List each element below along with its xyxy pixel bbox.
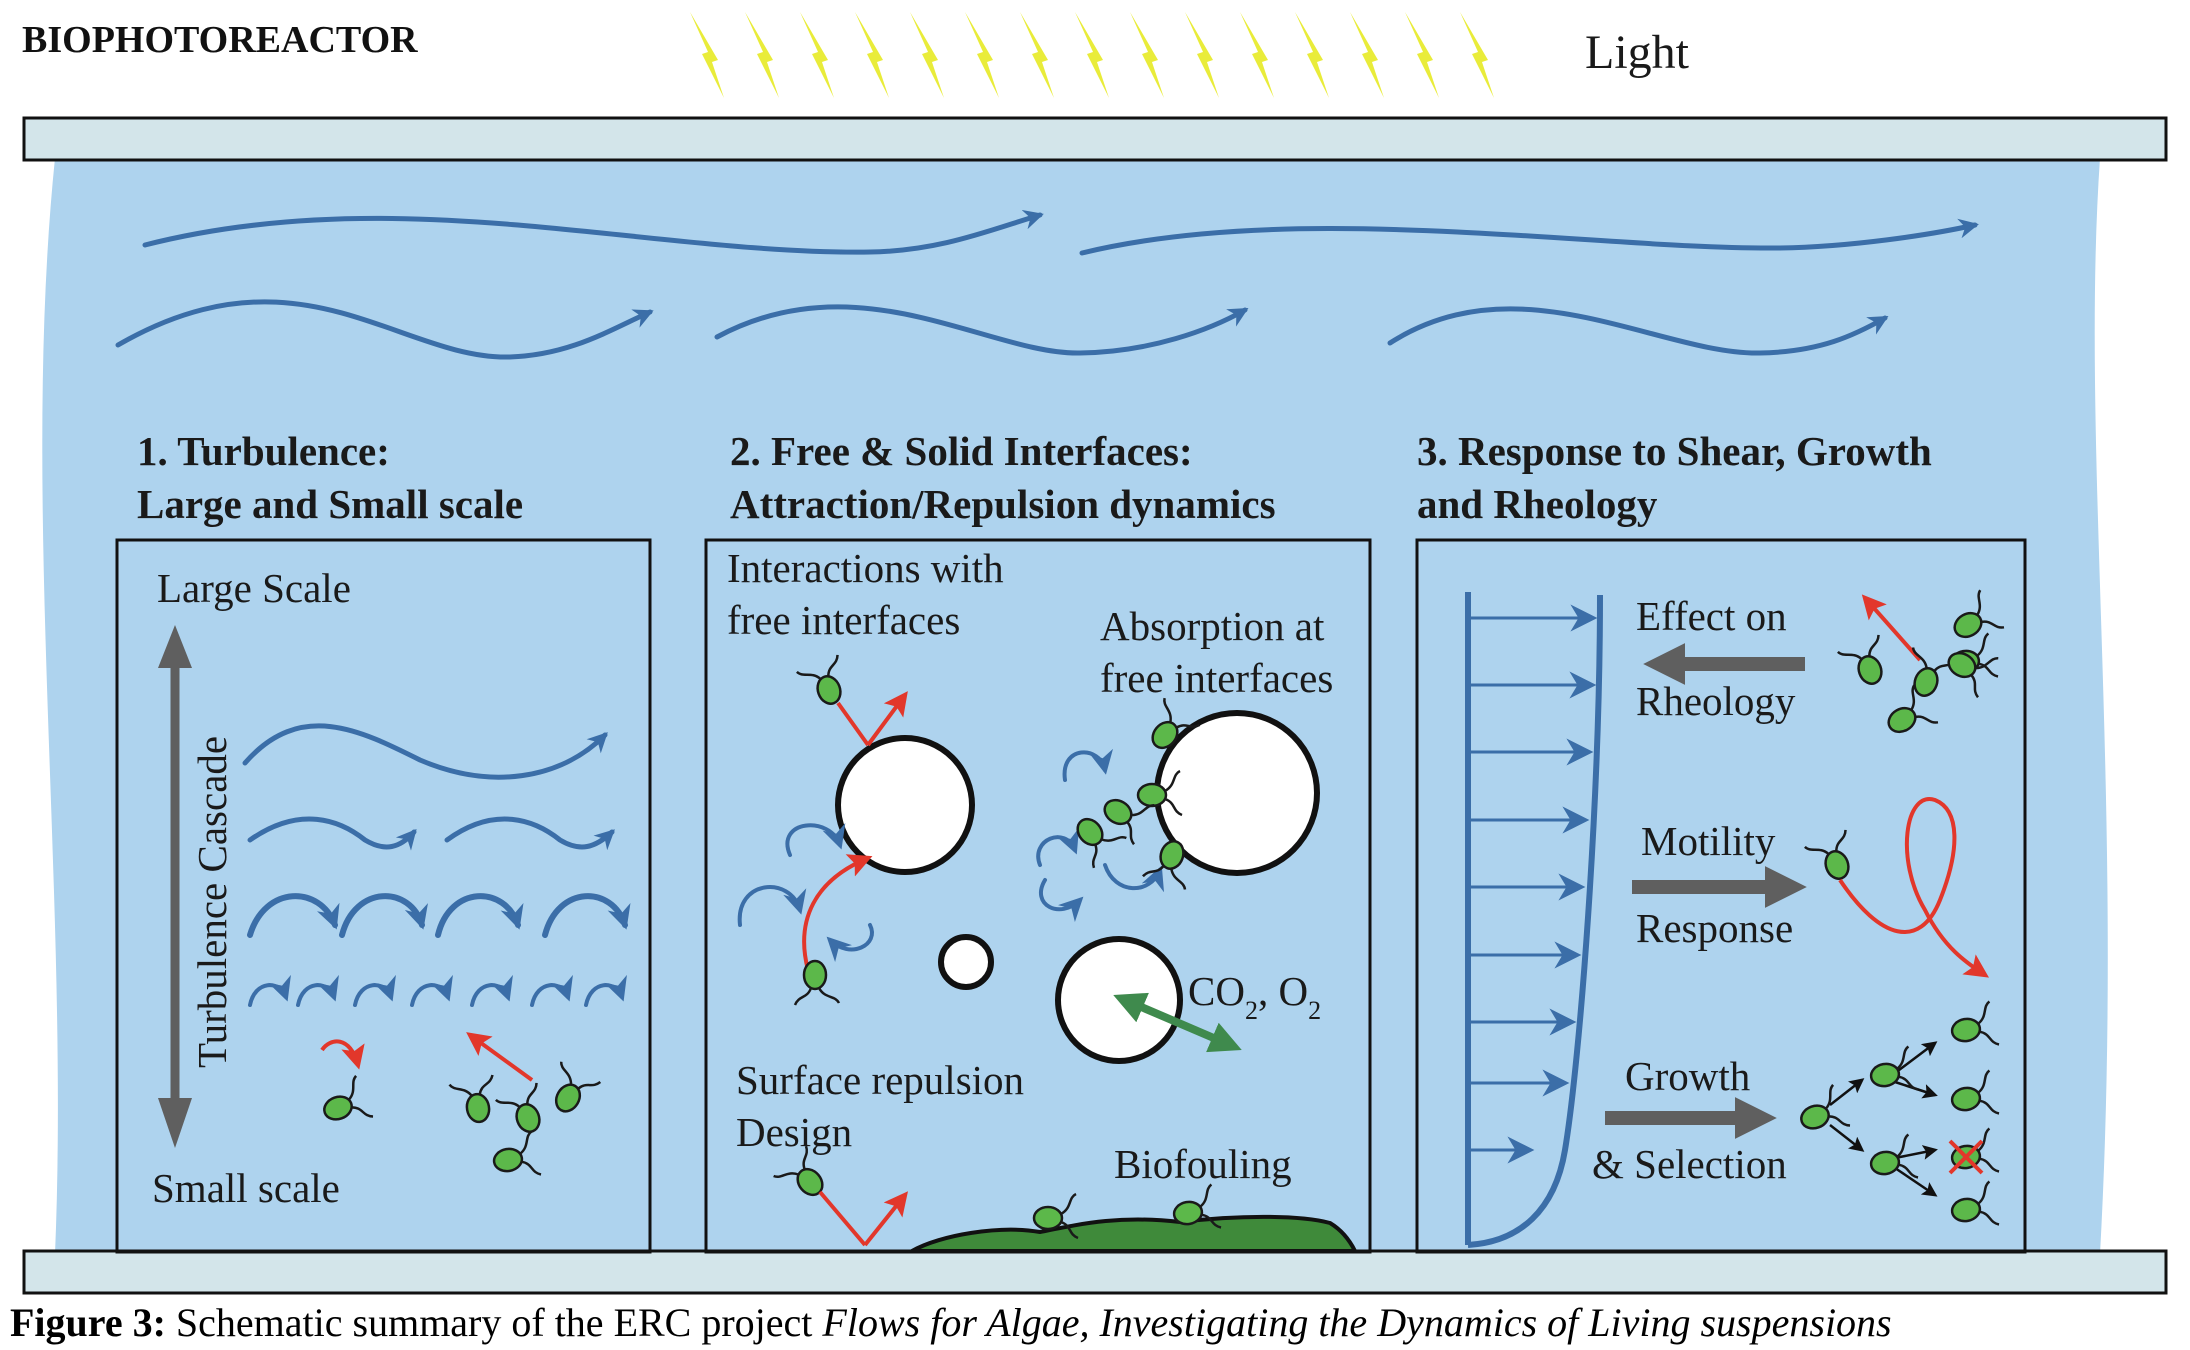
panel-shear bbox=[1415, 538, 2027, 1254]
section3-heading-line2: and Rheology bbox=[1417, 481, 1658, 527]
growth-tree bbox=[1792, 999, 2001, 1234]
light-ray bbox=[1020, 12, 1054, 98]
interactions-label-line1: Interactions with bbox=[727, 545, 1004, 591]
effect-on-label: Effect on bbox=[1636, 593, 1787, 639]
section3-heading-line1: 3. Response to Shear, Growth bbox=[1417, 428, 1932, 474]
light-ray bbox=[1130, 12, 1164, 98]
section2-heading-line1: 2. Free & Solid Interfaces: bbox=[730, 428, 1193, 474]
surface-repulsion-line2: Design bbox=[736, 1109, 852, 1155]
light-ray bbox=[1185, 12, 1219, 98]
section1-heading-line1: 1. Turbulence: bbox=[137, 428, 390, 474]
bulk-flow-arrows bbox=[115, 210, 1979, 360]
bubble-large-left bbox=[835, 735, 975, 875]
light-ray bbox=[1460, 12, 1494, 98]
light-ray bbox=[1295, 12, 1329, 98]
light-ray bbox=[910, 12, 944, 98]
light-ray bbox=[1075, 12, 1109, 98]
motility-label: Motility bbox=[1641, 818, 1776, 864]
panel-turbulence bbox=[115, 538, 652, 1254]
turbulence-eddies bbox=[242, 723, 631, 1007]
rheology-label: Rheology bbox=[1636, 678, 1796, 724]
panel1-cells bbox=[315, 1032, 602, 1184]
rheology-cells bbox=[1835, 587, 2006, 746]
response-label: Response bbox=[1636, 905, 1793, 951]
light-ray bbox=[690, 12, 724, 98]
shear-profile bbox=[1465, 592, 1603, 1248]
absorption-label-line2: free interfaces bbox=[1100, 655, 1333, 701]
bottom-glass-plate bbox=[22, 1249, 2168, 1295]
light-ray bbox=[1350, 12, 1384, 98]
absorption-label-line1: Absorption at bbox=[1100, 603, 1325, 649]
top-glass-plate bbox=[22, 116, 2168, 162]
light-ray bbox=[1240, 12, 1274, 98]
bubble-medium bbox=[1055, 936, 1183, 1064]
small-scale-label: Small scale bbox=[152, 1165, 340, 1211]
growth-label: Growth bbox=[1625, 1053, 1750, 1099]
motility-cell bbox=[1802, 797, 1989, 978]
selection-label: & Selection bbox=[1592, 1141, 1787, 1187]
interactions-label-line2: free interfaces bbox=[727, 597, 960, 643]
turbulence-cascade-label: Turbulence Cascade bbox=[189, 736, 235, 1068]
light-ray bbox=[745, 12, 779, 98]
light-ray bbox=[800, 12, 834, 98]
surface-repulsion-line1: Surface repulsion bbox=[736, 1057, 1024, 1103]
gas-label: CO2, O2 bbox=[1188, 968, 1321, 1025]
bubble-small bbox=[938, 934, 994, 990]
eliminated-cell-cross bbox=[1948, 1139, 1984, 1175]
biofouling-label: Biofouling bbox=[1114, 1141, 1292, 1187]
section2-heading-line2: Attraction/Repulsion dynamics bbox=[730, 481, 1276, 527]
figure-caption: Figure 3: Schematic summary of the ERC p… bbox=[10, 1300, 1892, 1345]
light-ray bbox=[1405, 12, 1439, 98]
large-scale-label: Large Scale bbox=[157, 565, 351, 611]
light-rays bbox=[690, 12, 1494, 98]
section1-heading-line2: Large and Small scale bbox=[137, 481, 523, 527]
cascade-double-arrow bbox=[158, 625, 192, 1148]
panel2-cells bbox=[793, 653, 1201, 1007]
light-ray bbox=[855, 12, 889, 98]
panel2-swirls bbox=[737, 748, 1164, 963]
surface-repulsion-cell bbox=[771, 1144, 908, 1247]
light-label: Light bbox=[1585, 26, 1690, 79]
figure-title: BIOPHOTOREACTOR bbox=[22, 19, 418, 61]
light-ray bbox=[965, 12, 999, 98]
gas-exchange-arrow bbox=[1113, 992, 1242, 1053]
